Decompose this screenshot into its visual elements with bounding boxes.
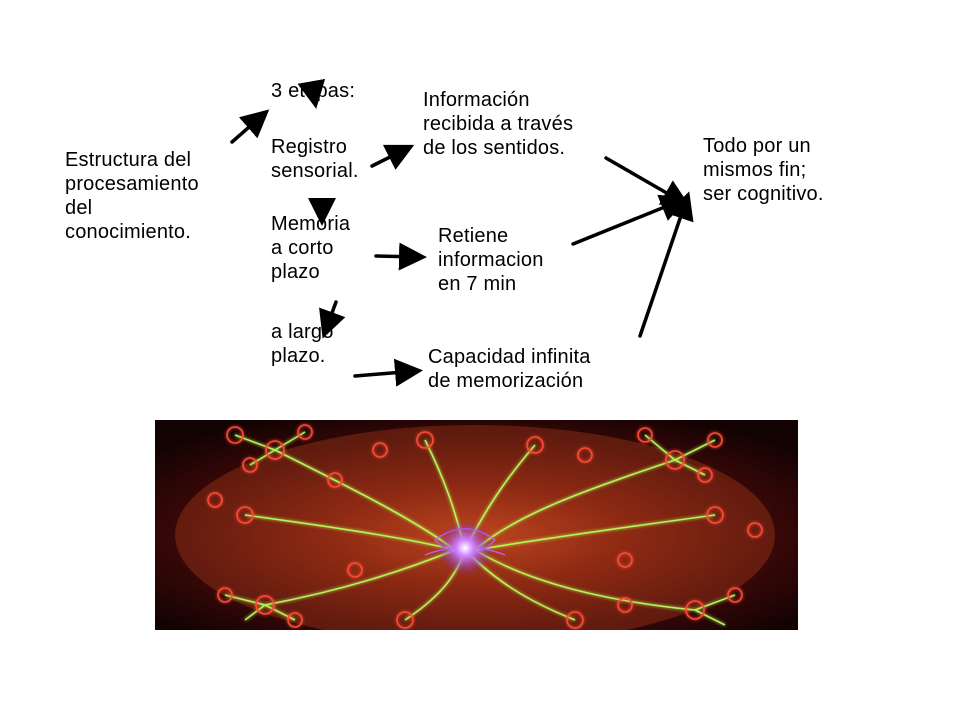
arrow-registro-to-informacion: [370, 144, 415, 170]
node-capacidad-infinita: Capacidad infinita de memorización: [428, 346, 591, 392]
node-todo-por-un-fin: Todo por un mismos fin; ser cognitivo.: [703, 135, 824, 205]
arrow-informacion-to-todo: [604, 156, 691, 207]
arrow-estructura-to-etapas: [230, 109, 270, 144]
node-registro-sensorial: Registro sensorial.: [271, 136, 359, 182]
arrow-etapas-to-registro: [297, 78, 326, 109]
arrow-largo-to-capacidad: [353, 358, 423, 387]
node-retiene-informacion: Retiene informacion en 7 min: [438, 225, 544, 295]
node-informacion-sentidos: Información recibida a través de los sen…: [423, 89, 574, 159]
node-estructura: Estructura del procesamiento del conocim…: [65, 149, 199, 243]
arrow-memoria-to-largo: [319, 300, 346, 339]
neural-network-image: [155, 420, 798, 630]
arrow-retiene-to-todo: [571, 194, 689, 246]
arrow-memoria-to-retiene: [374, 242, 427, 271]
arrow-capacidad-to-todo: [638, 191, 694, 338]
